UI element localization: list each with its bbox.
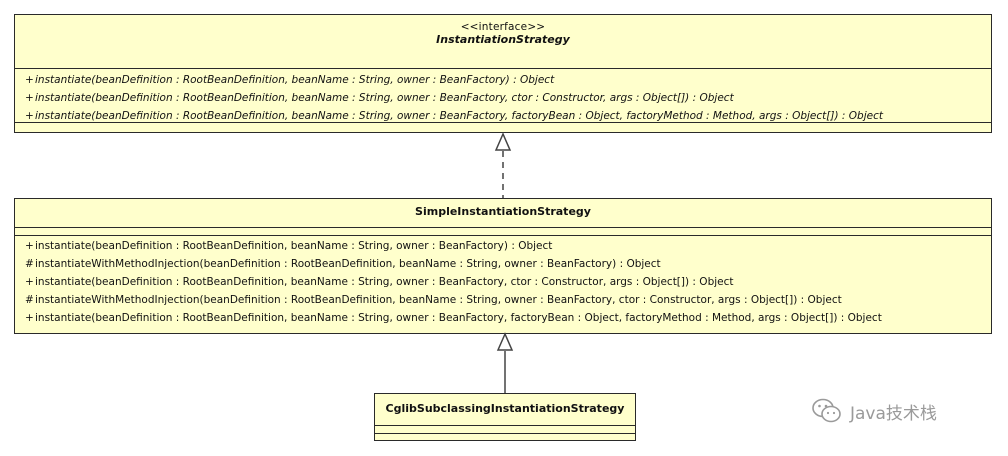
- method-signature: instantiateWithMethodInjection(beanDefin…: [35, 258, 661, 270]
- interface-class-box: <<interface>> InstantiationStrategy +ins…: [14, 14, 992, 133]
- simple-method: #instantiateWithMethodInjection(beanDefi…: [15, 255, 991, 273]
- watermark: Java技术栈: [812, 398, 937, 424]
- interface-stereotype: <<interface>>: [460, 21, 546, 33]
- cglib-class-box: CglibSubclassingInstantiationStrategy: [374, 393, 636, 441]
- simple-methods: +instantiate(beanDefinition : RootBeanDe…: [15, 235, 991, 327]
- interface-method: +instantiate(beanDefinition : RootBeanDe…: [15, 107, 991, 125]
- cglib-attributes: [375, 425, 635, 433]
- method-signature: instantiate(beanDefinition : RootBeanDef…: [35, 240, 553, 252]
- simple-attributes: [15, 227, 991, 235]
- visibility-marker: #: [25, 258, 34, 270]
- simple-class-header: SimpleInstantiationStrategy: [15, 199, 991, 227]
- method-signature: instantiate(beanDefinition : RootBeanDef…: [35, 74, 555, 86]
- generalization-arrowhead: [496, 332, 514, 351]
- cglib-class-name: CglibSubclassingInstantiationStrategy: [385, 402, 625, 415]
- simple-method: +instantiate(beanDefinition : RootBeanDe…: [15, 273, 991, 291]
- cglib-methods: [375, 433, 635, 440]
- visibility-marker: +: [25, 240, 34, 252]
- simple-method: +instantiate(beanDefinition : RootBeanDe…: [15, 309, 991, 327]
- method-signature: instantiate(beanDefinition : RootBeanDef…: [35, 110, 883, 122]
- visibility-marker: +: [25, 312, 34, 324]
- interface-class-name: InstantiationStrategy: [436, 33, 570, 46]
- visibility-marker: +: [25, 74, 34, 86]
- interface-method: +instantiate(beanDefinition : RootBeanDe…: [15, 89, 991, 107]
- method-signature: instantiate(beanDefinition : RootBeanDef…: [35, 312, 882, 324]
- visibility-marker: +: [25, 110, 34, 122]
- visibility-marker: +: [25, 92, 34, 104]
- interface-methods: +instantiate(beanDefinition : RootBeanDe…: [15, 68, 991, 123]
- realization-arrowhead: [494, 132, 512, 151]
- interface-class-header: <<interface>> InstantiationStrategy: [15, 15, 991, 68]
- simple-class-name: SimpleInstantiationStrategy: [415, 205, 591, 218]
- method-signature: instantiate(beanDefinition : RootBeanDef…: [35, 276, 734, 288]
- cglib-class-header: CglibSubclassingInstantiationStrategy: [375, 394, 635, 425]
- simple-method: #instantiateWithMethodInjection(beanDefi…: [15, 291, 991, 309]
- visibility-marker: #: [25, 294, 34, 306]
- simple-class-box: SimpleInstantiationStrategy +instantiate…: [14, 198, 992, 334]
- simple-method: +instantiate(beanDefinition : RootBeanDe…: [15, 237, 991, 255]
- wechat-icon: [812, 398, 841, 423]
- watermark-text: Java技术栈: [850, 403, 937, 424]
- interface-method: +instantiate(beanDefinition : RootBeanDe…: [15, 71, 991, 89]
- visibility-marker: +: [25, 276, 34, 288]
- method-signature: instantiateWithMethodInjection(beanDefin…: [35, 294, 842, 306]
- method-signature: instantiate(beanDefinition : RootBeanDef…: [35, 92, 734, 104]
